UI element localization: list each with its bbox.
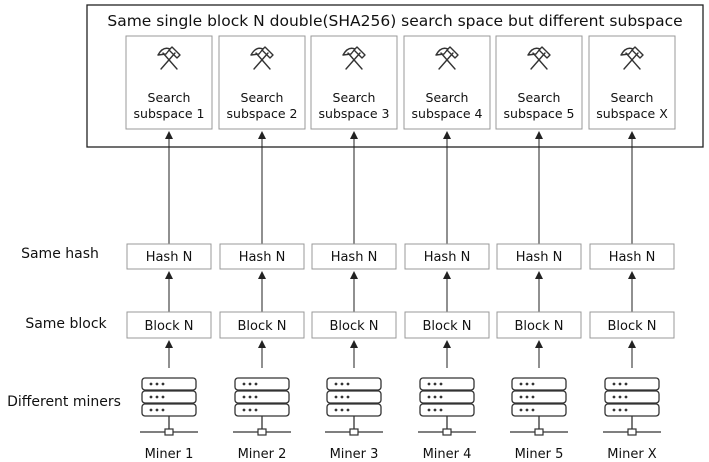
- subspace-box: [403, 35, 491, 130]
- subspace-label-line2: subspace 2: [227, 106, 298, 121]
- hash-box: [311, 243, 397, 270]
- server-rack-icon: [140, 377, 198, 436]
- subspace-label-line1: Search: [518, 90, 561, 105]
- block-box: [219, 311, 305, 339]
- server-rack-icon: [418, 377, 476, 436]
- subspace-label-line1: Search: [426, 90, 469, 105]
- block-box: [404, 311, 490, 339]
- hash-box: [126, 243, 212, 270]
- subspace-label-line1: Search: [611, 90, 654, 105]
- subspace-label-line2: subspace 3: [319, 106, 390, 121]
- hammer-pick-icon: [527, 46, 551, 70]
- block-label: Block N: [237, 319, 286, 334]
- block-label: Block N: [144, 319, 193, 334]
- block-label: Block N: [607, 319, 656, 334]
- search-space-frame: [86, 4, 704, 148]
- miner-label: Miner 1: [145, 447, 194, 462]
- subspace-box: [495, 35, 583, 130]
- hammer-pick-icon: [342, 46, 366, 70]
- subspace-box: [588, 35, 676, 130]
- hash-box: [219, 243, 305, 270]
- block-label: Block N: [329, 319, 378, 334]
- block-box: [589, 311, 675, 339]
- hammer-pick-icon: [250, 46, 274, 70]
- hammer-pick-icon: [435, 46, 459, 70]
- miner-label: Miner 3: [330, 447, 379, 462]
- subspace-label-line2: subspace 1: [134, 106, 205, 121]
- row-label-same-block: Same block: [25, 316, 107, 332]
- hash-label: Hash N: [239, 250, 286, 265]
- hash-box: [589, 243, 675, 270]
- hash-box: [496, 243, 582, 270]
- subspace-label-line1: Search: [333, 90, 376, 105]
- block-box: [311, 311, 397, 339]
- subspace-box: [125, 35, 213, 130]
- block-label: Block N: [422, 319, 471, 334]
- hash-label: Hash N: [516, 250, 563, 265]
- server-rack-icon: [603, 377, 661, 436]
- subspace-label-line1: Search: [241, 90, 284, 105]
- server-rack-icon: [325, 377, 383, 436]
- hash-box: [404, 243, 490, 270]
- row-label-different-miners: Different miners: [7, 394, 121, 410]
- diagram-title: Same single block N double(SHA256) searc…: [107, 12, 682, 30]
- miner-label: Miner 4: [423, 447, 472, 462]
- hash-label: Hash N: [609, 250, 656, 265]
- subspace-box: [310, 35, 398, 130]
- subspace-label-line1: Search: [148, 90, 191, 105]
- hammer-pick-icon: [157, 46, 181, 70]
- subspace-box: [218, 35, 306, 130]
- block-box: [126, 311, 212, 339]
- miner-label: Miner 5: [515, 447, 564, 462]
- miner-label: Miner 2: [238, 447, 287, 462]
- hash-label: Hash N: [424, 250, 471, 265]
- hash-label: Hash N: [331, 250, 378, 265]
- server-rack-icon: [233, 377, 291, 436]
- server-rack-icon: [510, 377, 568, 436]
- subspace-label-line2: subspace 4: [412, 106, 483, 121]
- hash-label: Hash N: [146, 250, 193, 265]
- subspace-label-line2: subspace X: [596, 106, 668, 121]
- block-box: [496, 311, 582, 339]
- subspace-label-line2: subspace 5: [504, 106, 575, 121]
- hammer-pick-icon: [620, 46, 644, 70]
- miner-label: Miner X: [607, 447, 657, 462]
- row-label-same-hash: Same hash: [21, 246, 99, 262]
- block-label: Block N: [514, 319, 563, 334]
